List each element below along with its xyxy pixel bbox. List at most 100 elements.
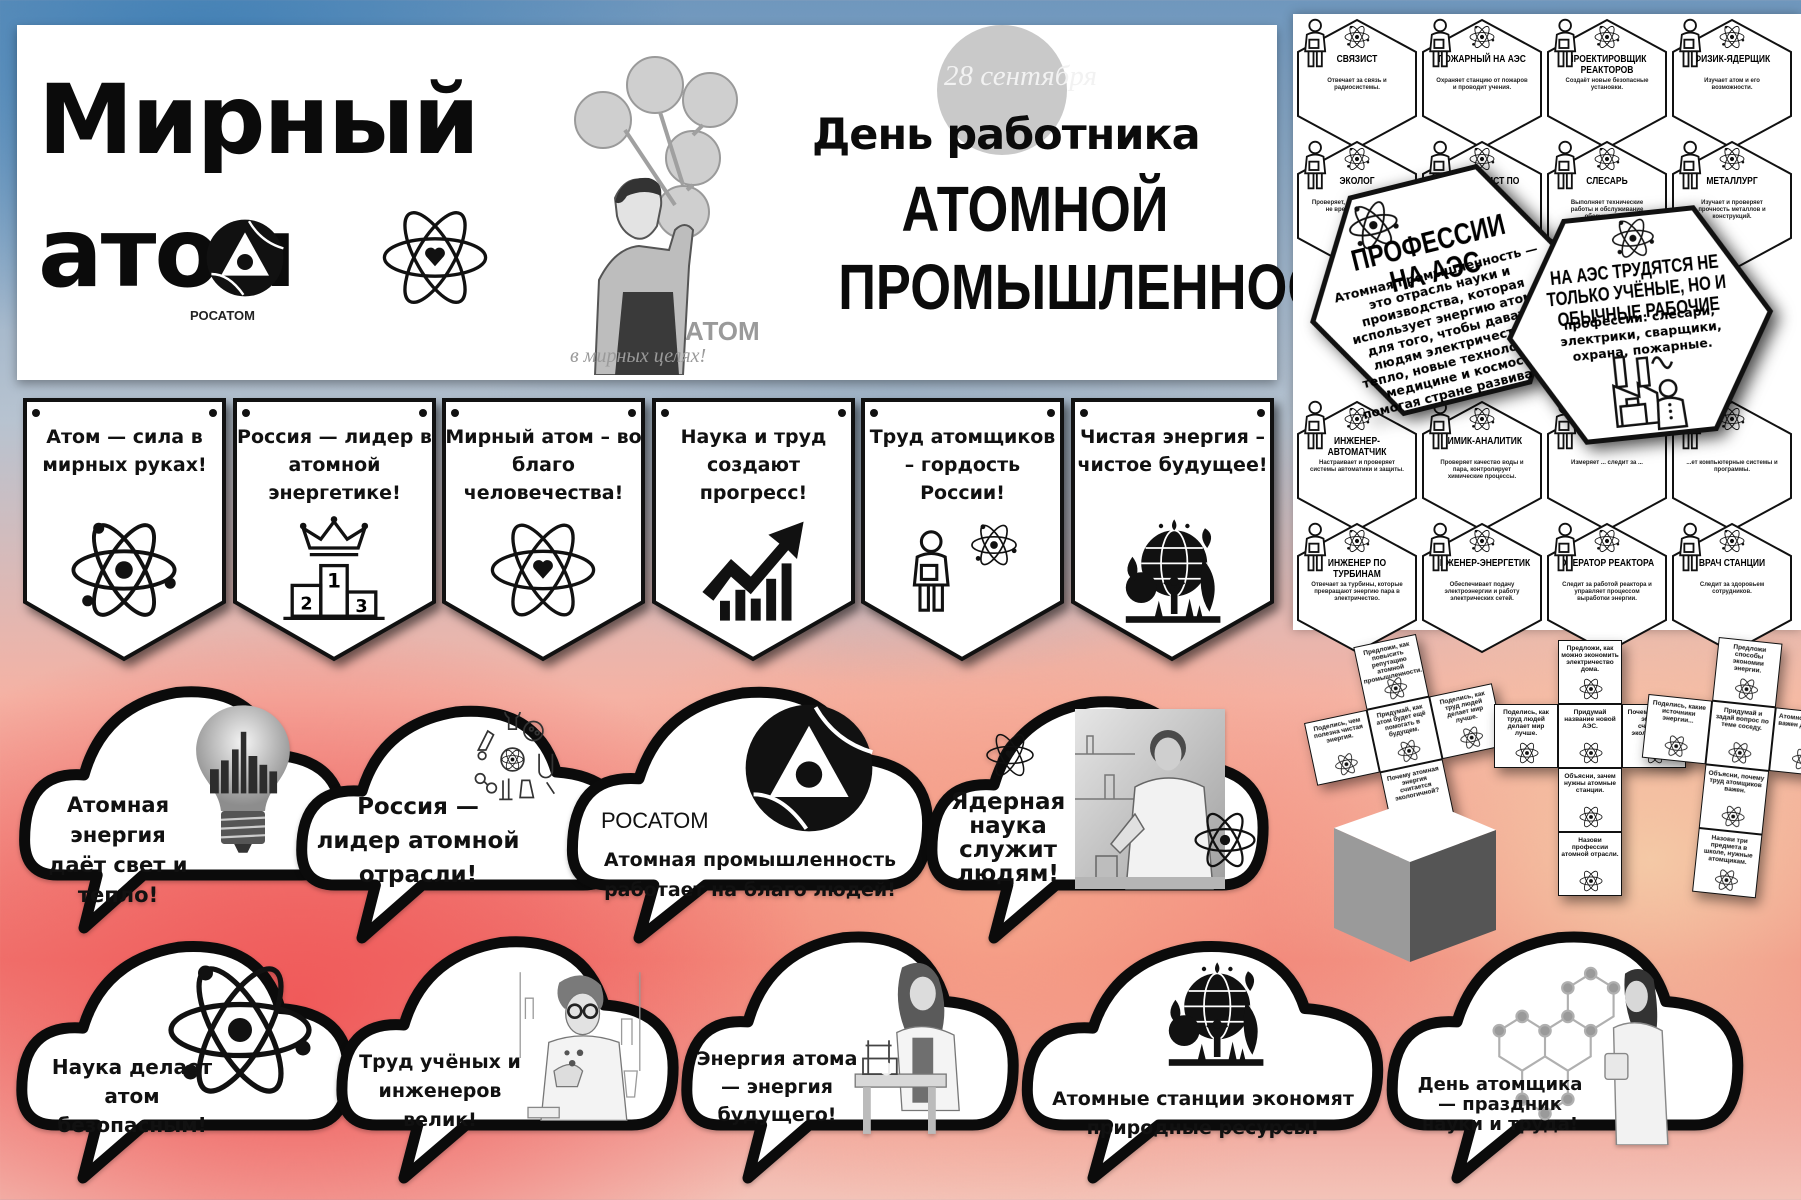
cube-net-template: Предложи способы экономии энергии. Приду… [1626,630,1801,929]
profession-title: ИНЖЕНЕР-АВТОМАТЧИК [1327,436,1387,458]
factory-worker-icon [1598,345,1696,436]
profession-description: Отвечает за турбины, которые превращают … [1311,582,1403,602]
profession-title: ПОЖАРНЫЙ НА АЭС [1438,54,1526,65]
pennant-slogan: Атом — сила в мирных руках! [42,426,207,476]
atom-icon [1713,867,1739,893]
pennant-flag: Россия — лидер в атомной энергетике! [232,397,437,662]
pennant-slogan: Чистая энергия – чистое будущее! [1077,426,1268,476]
pennant-slogan: Россия — лидер в атомной энергетике! [237,426,432,504]
cube-face: Объясни, почему труд атомщиков важен. [1698,764,1770,835]
pennant-slogan: Наука и труд создают прогресс! [680,426,827,504]
earth-nature-icon [1160,943,1270,1083]
date-circle [937,25,1067,155]
growth-chart-icon [693,515,813,625]
atom-icon [1733,676,1759,702]
cube-face: Предложи, как можно экономить электричес… [1558,640,1622,704]
profession-card: ПРОЕКТИРОВЩИК РЕАКТОРОВ Создаёт новые бе… [1546,18,1668,150]
worker-icon [1546,140,1596,190]
lightbulb-city-icon [188,698,298,858]
atom-icon [1579,677,1603,701]
cube-face-task: Поделись, какие источники энергии... [1652,699,1707,725]
cube-face: Придумай название новой АЭС. [1558,704,1622,768]
atom-icon [1718,528,1746,554]
worker-icon [1421,18,1471,68]
profession-title: ВРАЧ СТАНЦИИ [1698,558,1766,569]
pennant-slogan: Мирный атом – во благо человечества! [445,426,642,504]
cube-face: Поделись, как труд людей делает мир лучш… [1494,704,1558,768]
worker-icon [1546,522,1596,572]
profession-description: ...ет компьютерные системы и программы. [1686,460,1778,473]
atom-icon [1515,741,1539,765]
profession-description: Отвечает за связь и радиосистемы. [1327,78,1387,91]
speech-cloud: День атомщика — праздник науки и труда! [1385,925,1745,1184]
profession-title: ИНЖЕНЕР ПО ТУРБИНАМ [1327,558,1387,580]
worker-icon [1671,522,1721,572]
worker-icon [1421,522,1471,572]
cube-face-task: Придумай, как атом будет ещё помогать в … [1375,703,1427,739]
speech-cloud: Труд учёных и инженеров велик! [335,930,680,1184]
atom-icon [1579,741,1603,765]
poster-caption-peaceful: в мирных целях! [570,345,707,367]
cloud-slogan: Атомные станции экономят природные ресур… [1052,1088,1354,1139]
atom-icon [1579,869,1603,893]
profession-description: Следит за здоровьем сотрудников. [1699,582,1765,595]
profession-title: СЛЕСАРЬ [1586,176,1628,187]
cube-face-task: Поделись, как труд людей делает мир лучш… [1503,709,1549,737]
pennant-flag: Труд атомщиков – гордость России! [860,397,1065,662]
cloud-slogan: Ядерная наука служит людям! [950,789,1066,887]
profession-description: Проверяет качество воды и пара, контроли… [1440,460,1524,480]
worker-icon [1671,140,1721,190]
atom-heart-icon [483,515,603,625]
scientist-atom-icon [912,515,1022,613]
worker-icon [1296,522,1346,572]
profession-description: Следит за работой реактора и управляет п… [1562,582,1652,602]
cloud-slogan: Атомная энергия даёт свет и тепло! [48,793,188,907]
speech-cloud: Наука делает атом безопасным! [15,935,355,1184]
atom-icon [1343,146,1371,172]
profession-card: СВЯЗИСТ Отвечает за связь и радиосистемы… [1296,18,1418,150]
cloud-slogan: Труд учёных и инженеров велик! [359,1051,521,1131]
atom-icon [1718,146,1746,172]
cube-face-task: Придумай и задай вопрос по теме соседу. [1715,706,1770,732]
atom-icon [1727,740,1753,766]
soviet-poster-illustration [574,56,738,375]
profession-title: ИНЖЕНЕР-ЭНЕРГЕТИК [1433,558,1531,569]
profession-card: ОПЕРАТОР РЕАКТОРА Следит за работой реак… [1546,522,1668,654]
engineer-illustration [515,960,645,1130]
atom-icon [1332,750,1360,778]
workers-info-card: НА АЭС ТРУДЯТСЯ НЕ ТОЛЬКО УЧЁНЫЕ, НО И О… [1494,197,1787,454]
worker-icon [1546,18,1596,68]
poster-caption-atom: АТОМ [685,316,760,346]
profession-description: Изучает атом и его возможности. [1704,78,1760,91]
professions-intro-card: ПРОФЕССИИ НА АЭС Атомная промышленность … [1281,146,1599,434]
cube-face: Объясни, зачем нужны атомные станции. [1558,768,1622,832]
profession-title: ХИМИК-АНАЛИТИК [1441,436,1523,447]
atom-icon [1579,805,1603,829]
profession-title: МЕТАЛЛУРГ [1706,176,1758,187]
atom-icon [64,515,184,625]
profession-description: Охраняет станцию от пожаров и проводит у… [1436,78,1528,91]
atom-heart-icon [985,730,1035,780]
cube-face-task: Объясни, почему труд атомщиков важен. [1708,769,1765,795]
atom-icon [1718,24,1746,50]
atom-icon [1790,746,1801,772]
profession-card: ФИЗИК-ЯДЕРЩИК Изучает атом и его возможн… [1671,18,1793,150]
cloud-slogan: Атомная промышленность работает на благо… [603,849,897,901]
cube-face-task: Назови три предмета в школе, нужные атом… [1703,834,1753,867]
cube-face-task: Предложи, как можно экономить электричес… [1561,645,1619,673]
cube-face-task: Предложи способы экономии энергии. [1732,643,1767,675]
worker-icon [1671,18,1721,68]
cloud-slogan: Энергия атома — энергия будущего! [696,1048,858,1126]
atom-icon [1468,24,1496,50]
profession-card: ВРАЧ СТАНЦИИ Следит за здоровьем сотрудн… [1671,522,1793,654]
profession-description: Обеспечивает подачу электроэнергии и раб… [1444,582,1520,602]
cube-face: Поделись, какие источники энергии... [1641,693,1713,765]
profession-title: ЭКОЛОГ [1339,176,1375,187]
woman-scientist-illustration [850,953,980,1138]
rosatom-wordmark: РОСАТОМ [190,308,255,323]
cube-face-task: Придумай название новой АЭС. [1564,709,1616,730]
atom-icon [1382,674,1410,702]
pennant-flag: Мирный атом – во благо человечества! [441,397,646,662]
cube-face-task: Атомной энергии важен для мира? [1777,712,1801,733]
rosatom-logo-icon [205,218,285,298]
